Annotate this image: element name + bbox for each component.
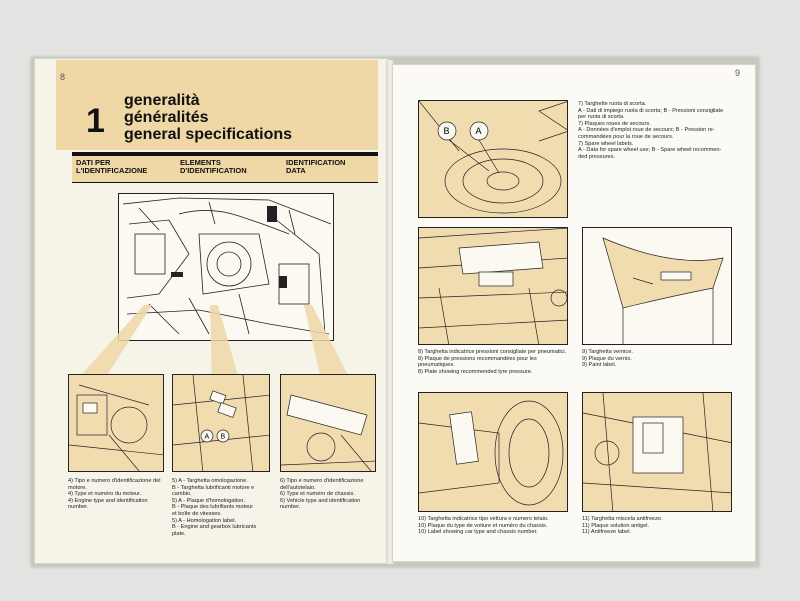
book-gutter xyxy=(386,60,394,564)
engine-bay-illustration xyxy=(122,197,332,335)
column-header-en: IDENTIFICATION DATA xyxy=(286,158,346,175)
callout-a-spare: A xyxy=(476,126,482,136)
chapter-title-fr: généralités xyxy=(124,109,209,126)
caption-10: 10) Targhetta indicatrice tipo vettura e… xyxy=(418,516,549,536)
engine-number-drawing xyxy=(68,374,164,472)
callout-b: B xyxy=(221,434,226,441)
homologation-drawing: A B xyxy=(172,374,270,472)
caption-7: 7) Targhette ruota di scorta. A - Dati d… xyxy=(578,101,724,160)
antifreeze-drawing xyxy=(582,392,732,512)
caption-6: 6) Tipo e numero d'identificazione dell'… xyxy=(280,478,364,511)
column-header-band xyxy=(72,156,378,182)
chassis-number-illustration xyxy=(281,394,375,471)
spare-wheel-drawing: B A xyxy=(418,100,568,218)
page-number-right: 9 xyxy=(735,68,741,78)
page-number-left: 8 xyxy=(60,72,66,82)
caption-5: 5) A - Targhetta omologazione. B - Targh… xyxy=(172,478,257,537)
tyre-pressure-illustration xyxy=(419,228,567,344)
caption-8: 8) Targhetta indicatrice pressioni consi… xyxy=(418,349,567,375)
chapter-title-it: generalità xyxy=(124,92,200,109)
paint-label-drawing xyxy=(582,227,732,345)
chapter-number: 1 xyxy=(86,102,105,140)
callout-connectors xyxy=(74,305,352,383)
column-header-it: DATI PER L'IDENTIFICAZIONE xyxy=(76,158,148,175)
column-header-fr: ELEMENTS D'IDENTIFICATION xyxy=(180,158,247,175)
homologation-illustration: A B xyxy=(173,375,269,471)
chapter-title-en: general specifications xyxy=(124,126,293,143)
column-header-rule-bottom xyxy=(72,182,378,183)
paint-label-illustration xyxy=(602,237,724,344)
engine-number-illustration xyxy=(69,384,163,471)
chassis-label-drawing xyxy=(418,392,568,512)
antifreeze-illustration xyxy=(583,393,731,511)
chapter-header-band xyxy=(56,60,378,150)
caption-9: 9) Targhetta vernice. 9) Plaque du verni… xyxy=(582,349,633,369)
tyre-pressure-drawing xyxy=(418,227,568,345)
callout-a: A xyxy=(205,434,210,441)
caption-11: 11) Targhetta miscela antifreeze. 11) Pl… xyxy=(582,516,663,536)
column-header-rule-top xyxy=(72,152,378,156)
chassis-number-drawing xyxy=(280,374,376,472)
spare-wheel-illustration: B A xyxy=(419,101,567,214)
chassis-label-illustration xyxy=(419,400,564,506)
caption-4: 4) Tipo e numero d'identificazione del m… xyxy=(68,478,161,511)
callout-b-spare: B xyxy=(444,126,450,136)
